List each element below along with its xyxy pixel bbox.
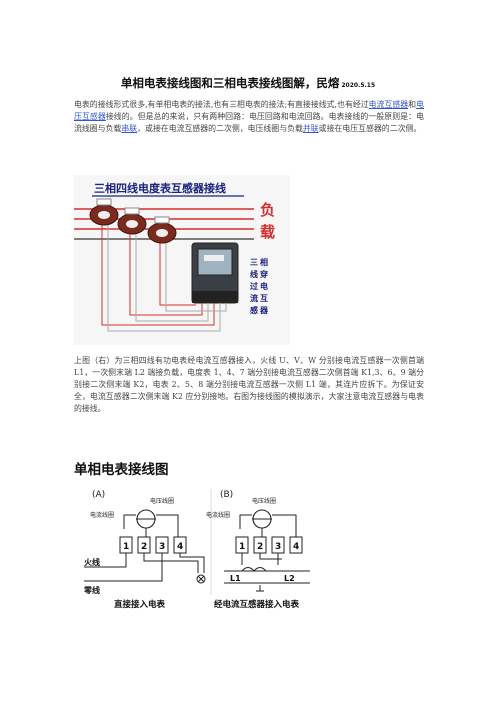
load-label-1: 负 <box>260 201 275 219</box>
svg-text:4: 4 <box>293 542 299 552</box>
ct-l2-label: L2 <box>284 574 295 583</box>
link-series[interactable]: 串联 <box>121 124 138 133</box>
svg-text:过: 过 <box>250 281 258 291</box>
neutral-wire-label: 零线 <box>83 585 100 595</box>
terminal-block-b: 1 2 3 4 <box>235 536 303 554</box>
side-label: 三 相 线 穿 过 电 流 互 感 器 <box>250 257 269 315</box>
intro-text-2: 和 <box>408 100 417 109</box>
svg-text:1: 1 <box>123 542 129 552</box>
svg-text:2: 2 <box>257 542 263 552</box>
svg-text:3: 3 <box>275 542 281 552</box>
intro-text-3: 接线的。但是总的来说，只有两种回路：电压回路和电流回路。电表接线的一般原则是：电… <box>74 112 424 133</box>
svg-text:感: 感 <box>250 305 258 315</box>
current-coil-b: 电流线圈 <box>206 511 230 519</box>
figure-single-phase-wiring: (A) 电压线圈 电流线圈 1 2 3 4 火线 零线 直接接入电表 (B <box>74 485 320 612</box>
link-parallel[interactable]: 并联 <box>302 124 319 133</box>
svg-text:4: 4 <box>177 542 183 552</box>
title-date: 2020.5.15 <box>341 82 376 89</box>
svg-text:2: 2 <box>141 542 147 552</box>
ct-l1-label: L1 <box>230 574 241 583</box>
live-wire-label: 火线 <box>84 557 100 567</box>
voltage-coil-b: 电压线圈 <box>252 497 276 505</box>
load-label-2: 载 <box>260 223 275 241</box>
svg-text:穿: 穿 <box>260 269 268 279</box>
current-transformer-2 <box>117 207 147 235</box>
figure1-caption: 上图（右）为三相四线有功电表经电流互感器接入，火线 U、V、W 分别接电流互感器… <box>74 356 424 413</box>
svg-text:互: 互 <box>260 294 268 303</box>
section-heading-single-phase: 单相电表接线图 <box>74 462 169 478</box>
voltage-coil-a: 电压线圈 <box>150 497 174 505</box>
svg-text:1: 1 <box>239 542 245 552</box>
intro-text-5: 或接在电压互感器的二次侧。 <box>318 124 422 133</box>
link-current-transformer[interactable]: 电流互感器 <box>368 100 409 109</box>
intro-text-1: 电表的接线形式很多,有单相电表的接法,也有三相电表的接法;有直接接线式,也有经过 <box>74 100 369 109</box>
svg-text:三: 三 <box>250 258 258 267</box>
figure-three-phase-wiring: 三相四线电度表互感器接线 负 载 <box>74 175 290 345</box>
link-voltage-transformer[interactable]: 电压互感器 <box>74 100 424 121</box>
svg-text:相: 相 <box>260 257 268 267</box>
current-transformer-3 <box>147 216 177 244</box>
label-a: (A) <box>92 490 105 500</box>
svg-text:线: 线 <box>250 269 258 279</box>
current-transformer-1 <box>89 198 119 226</box>
svg-text:电: 电 <box>260 281 268 291</box>
svg-text:3: 3 <box>159 542 165 552</box>
caption-a: 直接接入电表 <box>114 599 166 610</box>
figure1-heading: 三相四线电度表互感器接线 <box>94 181 226 195</box>
title-text: 单相电表接线图和三相电表接线图解，民熔 <box>120 76 340 90</box>
intro-paragraph: 电表的接线形式很多,有单相电表的接法,也有三相电表的接法;有直接接线式,也有经过… <box>74 99 424 135</box>
label-b: (B) <box>220 490 233 500</box>
svg-text:流: 流 <box>250 293 258 303</box>
current-coil-a: 电流线圈 <box>90 511 114 519</box>
caption-b: 经电流互感器接入电表 <box>214 599 300 610</box>
terminal-block-a: 1 2 3 4 <box>119 536 187 554</box>
energy-meter <box>191 242 239 304</box>
intro-text-4: ，或接在电流互感器的二次侧，电压线圈与负载 <box>137 124 303 133</box>
svg-text:器: 器 <box>259 306 269 315</box>
